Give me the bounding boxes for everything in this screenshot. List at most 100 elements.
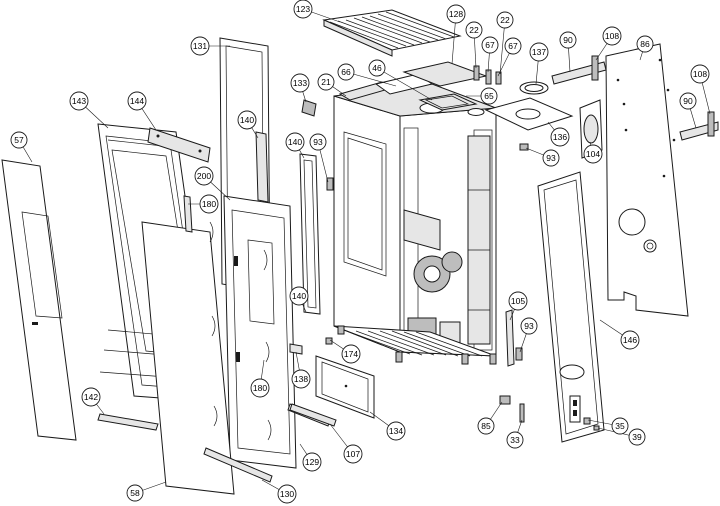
callout-number: 33 — [510, 435, 520, 445]
part-200-side-panel — [223, 195, 297, 469]
callout-128: 128 — [446, 4, 466, 24]
callout-35: 35 — [611, 417, 629, 435]
part-146-side-panel — [537, 171, 605, 443]
callout-138: 138 — [291, 369, 311, 389]
callout-circle — [190, 36, 210, 56]
part-86-rear-panel — [605, 43, 689, 317]
callout-number: 144 — [130, 96, 144, 106]
callout-number: 57 — [14, 135, 24, 145]
callout-number: 66 — [341, 67, 351, 77]
callout-circle — [386, 421, 406, 441]
callout-number: 131 — [193, 41, 207, 51]
callout-number: 137 — [532, 47, 546, 57]
callout-circle — [679, 92, 697, 110]
callout-200: 200 — [194, 166, 214, 186]
callout-circle — [250, 378, 270, 398]
callout-131: 131 — [190, 36, 210, 56]
callout-85: 85 — [477, 417, 495, 435]
callout-104: 104 — [583, 144, 603, 164]
part-93-clip — [326, 143, 529, 361]
callout-number: 86 — [640, 39, 650, 49]
callout-105: 105 — [508, 291, 528, 311]
callout-circle — [81, 387, 101, 407]
callout-123: 123 — [293, 0, 313, 19]
callout-circle — [520, 317, 538, 335]
part-22-67-hinges — [473, 65, 502, 85]
callout-number: 93 — [524, 321, 534, 331]
callout-number: 35 — [615, 421, 625, 431]
callout-129: 129 — [302, 452, 322, 472]
callout-circle — [194, 166, 214, 186]
callout-number: 130 — [280, 489, 294, 499]
callout-circle — [289, 286, 309, 306]
part-123-top-grille — [322, 9, 462, 57]
callout-21: 21 — [317, 73, 335, 91]
part-136-flange-plate — [484, 97, 574, 131]
callout-circle — [602, 26, 622, 46]
callout-circle — [237, 110, 257, 130]
part-107-rail — [289, 403, 337, 427]
callout-93: 93 — [520, 317, 538, 335]
callout-circle — [309, 133, 327, 151]
callout-circle — [127, 91, 147, 111]
callout-number: 85 — [481, 421, 491, 431]
callout-circle — [550, 127, 570, 147]
stove-main-body — [333, 83, 497, 365]
callout-circle — [542, 149, 560, 167]
callout-number: 140 — [288, 137, 302, 147]
callout-circle — [620, 330, 640, 350]
callout-number: 93 — [546, 153, 556, 163]
callout-144: 144 — [127, 91, 147, 111]
callout-number: 180 — [202, 199, 216, 209]
callout-circle — [465, 21, 483, 39]
callout-90: 90 — [559, 31, 577, 49]
part-33-fitting — [519, 403, 525, 423]
callout-66: 66 — [337, 63, 355, 81]
callout-circle — [529, 42, 549, 62]
callout-circle — [559, 31, 577, 49]
callout-circle — [277, 484, 297, 504]
callout-180: 180 — [250, 378, 270, 398]
part-180-handle-strip — [183, 195, 193, 233]
callout-number: 108 — [605, 31, 619, 41]
callout-140: 140 — [285, 132, 305, 152]
callout-circle — [508, 291, 528, 311]
callout-circle — [290, 73, 310, 93]
leader-line-46 — [376, 67, 433, 101]
callout-number: 133 — [293, 78, 307, 88]
callout-circle — [611, 417, 629, 435]
part-58-side-panel — [141, 221, 235, 495]
callout-circle — [496, 11, 514, 29]
callout-circle — [341, 344, 361, 364]
callout-circle — [291, 369, 311, 389]
callout-number: 146 — [623, 335, 637, 345]
callout-140: 140 — [237, 110, 257, 130]
callout-90: 90 — [679, 92, 697, 110]
callout-86: 86 — [636, 35, 654, 53]
part-134-ash-pan-cover — [315, 355, 375, 419]
part-108-fastener — [591, 55, 715, 137]
callout-108: 108 — [602, 26, 622, 46]
callout-circle — [10, 131, 28, 149]
callout-circle — [504, 37, 522, 55]
callout-number: 22 — [469, 25, 479, 35]
callout-107: 107 — [343, 444, 363, 464]
callout-33: 33 — [506, 431, 524, 449]
callout-circle — [583, 144, 603, 164]
callout-22: 22 — [465, 21, 483, 39]
part-144-bracket — [147, 127, 211, 163]
part-140-strip-upper — [255, 131, 269, 203]
part-133-bracket — [301, 99, 317, 117]
part-57-front-glass-panel — [1, 159, 77, 441]
part-130-bottom-rail — [203, 447, 273, 483]
callout-circle — [628, 428, 646, 446]
callout-number: 140 — [292, 291, 306, 301]
callout-number: 134 — [389, 426, 403, 436]
callout-circle — [285, 132, 305, 152]
callout-number: 180 — [253, 383, 267, 393]
callout-137: 137 — [529, 42, 549, 62]
callout-143: 143 — [69, 91, 89, 111]
callout-circle — [477, 417, 495, 435]
